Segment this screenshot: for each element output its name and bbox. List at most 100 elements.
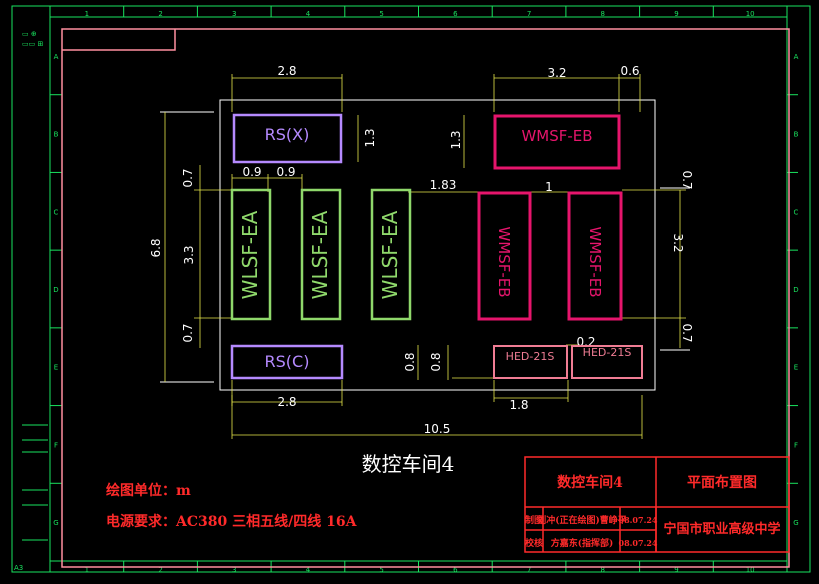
sheet-size-label: A3 [14,564,23,572]
unit-note: 绘图单位：m [106,482,191,499]
dim-right-32: 3.2 [671,233,685,252]
column-label-2-top: 2 [158,10,162,18]
wmsf-vertical-2-label: WMSF-EB [586,226,604,297]
rs-x-label: RS(X) [265,125,310,144]
title-block [524,456,790,553]
title-block-type: 平面布置图 [687,474,757,491]
row-label-F-left: F [54,441,58,449]
drafter-role: 制图 [525,514,543,526]
dim-right-07-bottom: 0.7 [680,323,694,342]
column-label-8-top: 8 [601,10,605,18]
row-label-B-left: B [54,131,59,139]
equipment-wlsf-1: WLSF-EA [230,188,272,321]
column-label-4-bottom: 4 [306,566,311,574]
drafter-date: 08.07.24 [619,515,658,525]
checker-role: 校核 [525,537,543,549]
dim-hed-height: 0.8 [429,352,443,371]
row-label-F-right: F [794,441,798,449]
row-label-G-left: G [53,519,58,527]
wlsf-1-label: WLSF-EA [238,210,262,299]
column-label-1-bottom: 1 [85,566,89,574]
dim-gap-1: 1 [545,180,553,194]
dim-rs-c-height: 0.8 [403,352,417,371]
row-label-E-right: E [794,364,798,372]
column-label-2-bottom: 2 [158,566,162,574]
column-label-9-bottom: 9 [674,566,678,574]
checker-date: 08.07.24 [619,538,658,548]
dim-gap-183: 1.83 [430,178,457,192]
row-label-E-left: E [54,364,58,372]
dim-right-07-top: 0.7 [680,170,694,189]
dim-hed-width: 1.8 [509,398,528,412]
equipment-wmsf-vertical-1: WMSF-EB [477,191,532,321]
hed-2-label: HED-21S [583,346,632,359]
sheet-border [11,5,811,573]
row-label-D-right: D [793,286,798,294]
wmsf-vertical-1-label: WMSF-EB [495,226,513,297]
dimension-text: 2.8 3.2 0.6 1.3 1.3 0.9 0.9 1.83 1 0.7 3… [149,64,694,436]
column-label-4-top: 4 [306,10,311,18]
column-label-6-bottom: 6 [453,566,458,574]
dim-top-right-gap: 0.6 [620,64,639,78]
corner-icon-2: ▭▭ ⊞ [22,40,43,48]
equipment-rs-x: RS(X) [232,113,343,164]
column-label-10-top: 10 [746,10,755,18]
wlsf-2-label: WLSF-EA [308,210,332,299]
dim-wmsf-top-height: 1.3 [449,130,463,149]
hed-1-label: HED-21S [506,350,555,363]
title-block-text: 数控车间4 平面布置图 制图 刘冲(正在绘图)曹峥平 08.07.24 校核 方… [525,474,781,549]
dim-gap-09-b: 0.9 [276,165,295,179]
dim-gap-09-a: 0.9 [242,165,261,179]
wmsf-top-label: WMSF-EB [521,127,592,145]
column-label-5-top: 5 [379,10,383,18]
dim-bottom-left-width: 2.8 [277,395,296,409]
dim-left-68: 6.8 [149,238,163,257]
corner-icon-1: ▭ ⊕ [22,30,37,38]
column-label-8-bottom: 8 [601,566,605,574]
dim-top-right-width: 3.2 [547,66,566,80]
dim-rs-x-height: 1.3 [363,128,377,147]
column-label-10-bottom: 10 [746,566,755,574]
power-note: 电源要求：AC380 三相五线/四线 16A [106,513,358,530]
school-name: 宁国市职业高级中学 [663,521,780,537]
dim-left-07-bottom: 0.7 [181,323,195,342]
column-label-7-top: 7 [527,10,531,18]
column-label-9-top: 9 [674,10,678,18]
checker-name: 方嘉东(指挥部) [551,537,614,549]
equipment-rs-c: RS(C) [230,344,344,380]
dim-left-33: 3.3 [182,245,196,264]
row-label-A-right: A [794,53,799,61]
column-label-5-bottom: 5 [379,566,383,574]
row-label-D-left: D [53,286,58,294]
margin-lines [22,424,48,541]
dim-top-left-width: 2.8 [277,64,296,78]
wlsf-3-label: WLSF-EA [378,210,402,299]
inner-frame [61,28,790,568]
column-label-3-top: 3 [232,10,236,18]
equipment-hed-1: HED-21S [493,345,568,379]
row-label-A-left: A [54,53,59,61]
title-block-name: 数控车间4 [557,474,623,491]
row-label-G-right: G [793,519,798,527]
dimension-lines [164,74,686,439]
column-label-3-bottom: 3 [232,566,236,574]
column-label-1-top: 1 [85,10,89,18]
row-label-C-left: C [54,208,59,216]
row-label-B-right: B [794,131,799,139]
equipment-wlsf-3: WLSF-EA [370,188,412,321]
dim-left-07-top: 0.7 [181,168,195,187]
column-label-6-top: 6 [453,10,458,18]
drawing-title: 数控车间4 [362,452,455,476]
floor-outline [160,99,690,391]
equipment-hed-2: HED-21S [571,345,643,379]
equipment-wmsf-top: WMSF-EB [493,114,621,170]
drafter-name: 刘冲(正在绘图)曹峥平 [537,514,627,526]
dim-total-width: 10.5 [424,422,451,436]
equipment-wmsf-vertical-2: WMSF-EB [567,191,623,321]
equipment-wlsf-2: WLSF-EA [300,188,342,321]
rs-c-label: RS(C) [265,352,310,371]
